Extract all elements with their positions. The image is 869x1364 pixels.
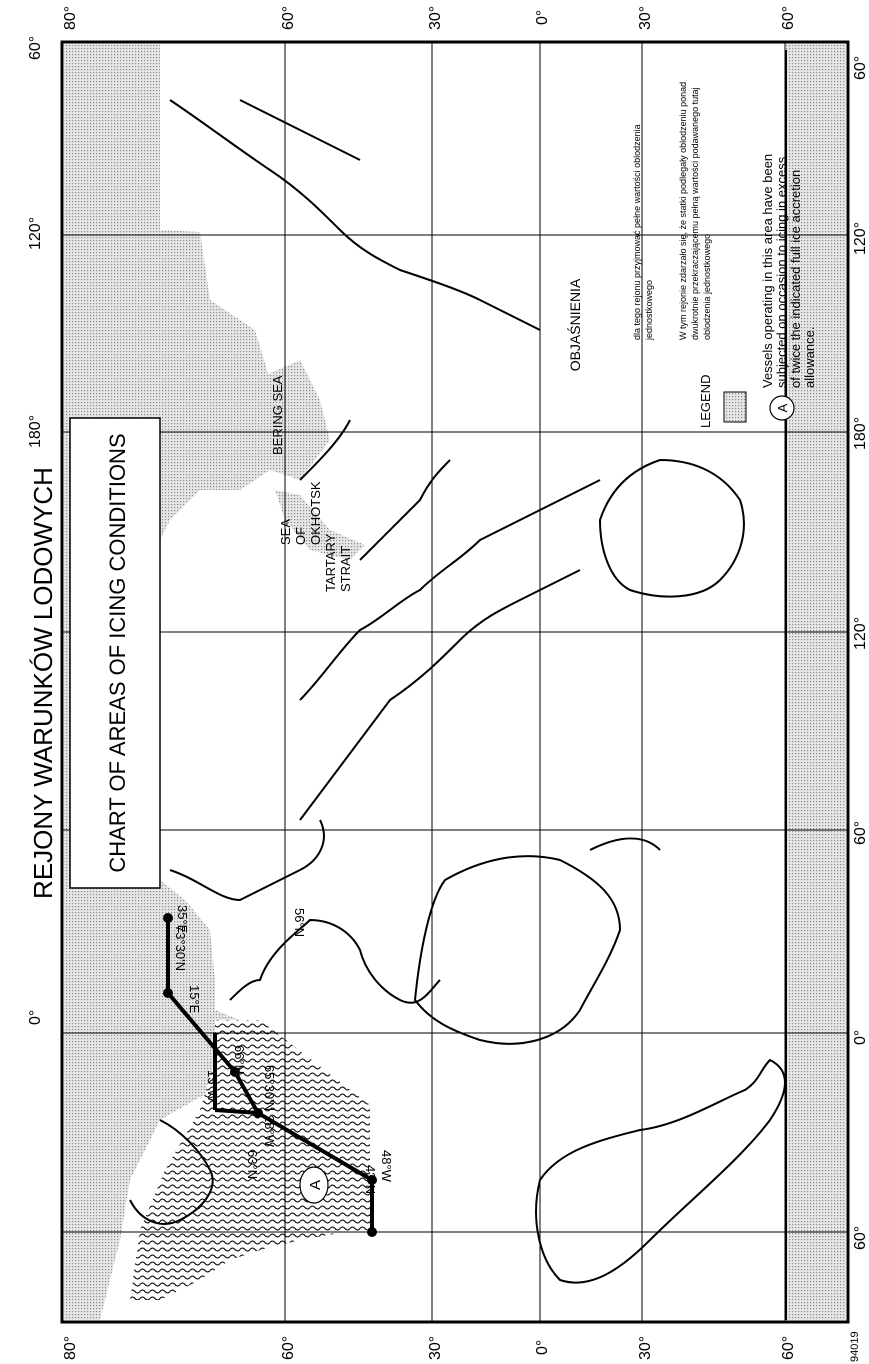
lat-left-30: 30°: [427, 1336, 444, 1360]
legend-en-3: of twice the indicated full ice accretio…: [788, 170, 803, 388]
lon-top-3: 120°: [27, 217, 44, 250]
icing-boundary: [166, 918, 374, 1232]
coastlines: [129, 50, 787, 1320]
icing-areas: [64, 44, 846, 1320]
boundary-points: [163, 913, 377, 1237]
lon-bottom-2: 0°: [852, 1030, 869, 1045]
lat-left-80: 80°: [62, 1336, 79, 1360]
lat-left-0: 0°: [534, 1340, 551, 1355]
text-layer: REJONY WARUNKÓW LODOWYCH CHART OF AREAS …: [27, 6, 869, 1362]
legend-heading-en: LEGEND: [698, 375, 713, 428]
legend-en-1: Vessels operating in this area have been: [760, 154, 775, 388]
legend-pl-4: dwukrotnie przekraczającemu pełną wartoś…: [690, 87, 700, 340]
area-a-wavy: [130, 1020, 370, 1300]
lon-top-1: 60°: [27, 36, 44, 60]
point-43n-48w: [367, 1175, 377, 1185]
point-66n-15w: [230, 1067, 240, 1077]
southern-ice-area: [786, 44, 846, 1320]
label-73-30n: 73°30'N: [173, 925, 188, 971]
legend-heading-pl: OBJAŚNIENIA: [566, 278, 583, 371]
lat-left-30s: 30°: [637, 1336, 654, 1360]
lon-top-2: 0°: [27, 1010, 44, 1025]
lat-left-60s: 60°: [780, 1336, 797, 1360]
bering-sea-area: [255, 360, 330, 480]
okhotsk-label-1: SEA: [278, 519, 293, 545]
legend-en-4: allowance.: [802, 327, 817, 388]
title-polish: REJONY WARUNKÓW LODOWYCH: [28, 467, 58, 899]
lon-bottom-7: 60°: [852, 1226, 869, 1250]
legend-a-circle: [769, 395, 795, 421]
lon-bottom-4: 120°: [852, 617, 869, 650]
okhotsk-label-3: OKHOTSK: [308, 481, 323, 545]
figure-number: 94019: [849, 1331, 861, 1362]
label-43n: 43°N: [363, 1165, 378, 1194]
label-66n: 66°N: [232, 1045, 247, 1074]
legend-pl-2: jednostkowego: [644, 280, 654, 341]
bering-label: BERING SEA: [270, 375, 285, 455]
lon-top-4: 180°: [27, 415, 44, 448]
lat-right-60s: 60°: [780, 6, 797, 30]
legend-a-label: A: [775, 403, 790, 412]
area-a-marker: [299, 1166, 329, 1204]
title-english: CHART OF AREAS OF ICING CONDITIONS: [105, 433, 130, 872]
legend-en-2: subjected on occasion to icing in excess: [774, 156, 789, 388]
arctic-ice-area: [64, 44, 305, 1320]
lat-right-80: 80°: [62, 6, 79, 30]
okhotsk-label-2: OF: [293, 527, 308, 545]
label-15e: 15°E: [187, 985, 202, 1014]
lat-right-30: 30°: [427, 6, 444, 30]
label-48w: 48°W: [379, 1150, 394, 1183]
legend-pl-5: oblodzenia jednostkowego: [702, 234, 712, 340]
point-65n-28w: [253, 1108, 263, 1118]
label-56n: 56°N: [292, 908, 307, 937]
lat-left-60: 60°: [280, 1336, 297, 1360]
tartary-label-1: TARTARY: [323, 533, 338, 592]
legend-swatch: [723, 391, 747, 423]
point-73n-15e: [163, 988, 173, 998]
label-28w: 28°W: [262, 1115, 277, 1148]
okhotsk-area: [275, 490, 365, 560]
label-35e: 35°E: [175, 905, 190, 934]
label-63n: 63°N: [245, 1150, 260, 1179]
lon-bottom-3: 60°: [852, 821, 869, 845]
lat-right-30s: 30°: [637, 6, 654, 30]
lon-bottom-6: 120°: [852, 222, 869, 255]
lat-right-60: 60°: [280, 6, 297, 30]
legend-pl-3: W tym rejonie zdarzało się, że statki po…: [678, 82, 688, 340]
area-a-label: A: [307, 1180, 324, 1190]
title-box: [69, 417, 161, 889]
legend-pl-1: dla tego rejonu przyjmować pełne wartośc…: [632, 124, 642, 340]
lon-bottom-1: 60°: [852, 56, 869, 80]
point-43n-60w: [367, 1227, 377, 1237]
point-73n-35e: [163, 913, 173, 923]
tartary-label-2: STRAIT: [338, 546, 353, 592]
lat-right-0: 0°: [534, 10, 551, 25]
label-15w: 15°W: [205, 1070, 220, 1103]
lon-bottom-5: 180°: [852, 417, 869, 450]
label-65-30n: 65°30'N: [262, 1065, 277, 1111]
